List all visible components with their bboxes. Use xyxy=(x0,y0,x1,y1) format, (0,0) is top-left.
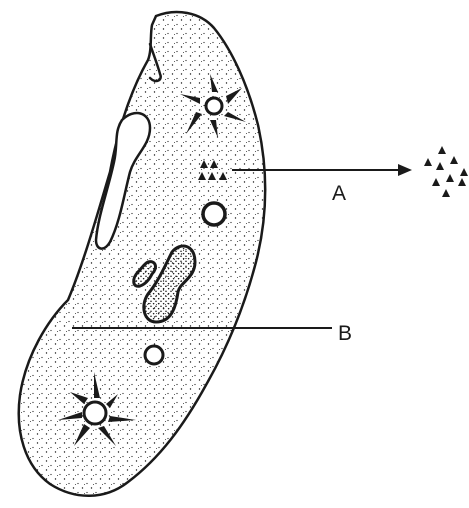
small-vacuole xyxy=(145,346,163,364)
label-a: A xyxy=(332,182,346,205)
expelled-particles xyxy=(424,146,468,197)
label-b: B xyxy=(338,322,352,345)
food-vacuole xyxy=(203,203,225,225)
cytoplasm-granules xyxy=(19,12,266,496)
